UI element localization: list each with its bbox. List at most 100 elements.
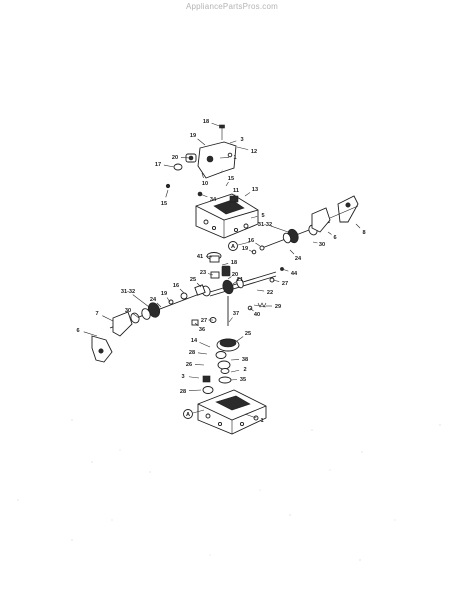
callout-label: 14	[191, 338, 198, 344]
svg-text:A: A	[186, 412, 190, 418]
leader-line	[228, 317, 233, 323]
callout-label: 31-32	[121, 289, 135, 295]
callout-c40: 40	[249, 307, 260, 318]
leader-line	[180, 157, 191, 159]
callout-c19: 19	[190, 133, 206, 146]
leader-line	[211, 122, 223, 128]
leader-line	[221, 263, 229, 266]
callout-label: 11	[233, 188, 239, 194]
callout-label: 40	[254, 312, 260, 318]
callout-label: 34	[210, 197, 217, 203]
callout-c16a: 16	[248, 238, 261, 247]
callout-c27b: 27	[201, 318, 213, 324]
callout-label: 24	[295, 256, 302, 262]
callout-c8a: 8	[355, 223, 366, 236]
callout-label: 36	[199, 327, 205, 333]
callout-c36: 36	[194, 322, 205, 333]
callout-c25b: 25	[236, 331, 251, 342]
callout-label: 41	[197, 254, 203, 260]
callout-c18b: 18	[221, 260, 237, 266]
callout-c44: 44	[281, 268, 298, 277]
callout-c28a: 28	[189, 350, 208, 356]
callout-label: 19	[242, 246, 248, 252]
leader-line	[270, 225, 292, 234]
callout-c38: 38	[230, 357, 248, 363]
leader-line	[248, 249, 254, 253]
svg-text:A: A	[231, 244, 235, 250]
callout-label: 6	[333, 235, 336, 241]
callout-c1b: 1	[244, 413, 264, 424]
leader-line	[197, 138, 206, 146]
callout-label: 8	[362, 230, 365, 236]
callout-label: 10	[202, 181, 208, 187]
callout-c3a: 3	[229, 137, 244, 144]
callout-label: 20	[232, 272, 238, 278]
callout-c21: 21	[232, 277, 243, 285]
leader-line	[250, 216, 258, 219]
callout-c16b: 16	[173, 283, 185, 294]
left-axle-assembly	[91, 284, 211, 363]
callout-label: 3	[240, 137, 243, 143]
callout-label: 17	[155, 162, 161, 168]
leader-line	[199, 342, 211, 348]
callout-c34: 34	[199, 193, 217, 203]
leader-line	[205, 256, 213, 258]
leader-line	[230, 369, 240, 373]
lower-housing	[197, 389, 267, 435]
callout-c17: 17	[155, 162, 175, 168]
reference-marker-upper: A	[228, 241, 251, 251]
callout-label: 26	[186, 362, 192, 368]
callout-c5: 5	[250, 213, 265, 219]
reference-marker-lower: A	[183, 409, 205, 419]
leader-line	[83, 331, 98, 337]
callout-label: 25	[245, 331, 251, 337]
callout-c24a: 24	[289, 249, 302, 262]
callout-c1a: 1	[219, 155, 237, 161]
watermark-text: AppliancePartsPros.com	[186, 2, 278, 11]
leader-line	[244, 192, 251, 197]
leader-line	[219, 157, 230, 159]
callout-label: 27	[201, 318, 207, 324]
callout-c26: 26	[186, 362, 205, 368]
callout-c22: 22	[256, 289, 273, 296]
callout-label: 28	[189, 350, 195, 356]
callout-label: 30	[319, 242, 325, 248]
callout-c23: 23	[200, 270, 214, 276]
leader-line	[188, 389, 202, 391]
callout-c6a: 6	[327, 231, 337, 241]
leader-line	[355, 223, 361, 229]
leader-line	[255, 242, 261, 247]
leader-line	[312, 241, 318, 244]
callout-label: 21	[237, 277, 243, 283]
callout-label: 28	[180, 389, 186, 395]
callout-c10: 10	[201, 172, 208, 187]
callout-c20: 20	[172, 155, 191, 161]
leader-line	[179, 288, 185, 294]
leader-line	[230, 379, 238, 381]
leader-line	[272, 279, 280, 282]
callout-c30b: 30	[125, 308, 140, 319]
leader-line	[132, 313, 140, 319]
leader-line	[256, 289, 265, 292]
callout-label: 16	[173, 283, 179, 289]
callout-c28b: 28	[180, 389, 202, 395]
callout-label: 38	[242, 357, 248, 363]
callout-label: 12	[251, 149, 257, 155]
leader-line	[199, 193, 208, 198]
leader-line	[196, 282, 202, 288]
leader-line	[188, 376, 200, 379]
callout-label: 13	[252, 187, 258, 193]
callout-c11: 11	[233, 188, 239, 200]
callout-c31b: 31-32	[121, 289, 154, 311]
leader-line	[163, 164, 175, 168]
callout-c12: 12	[236, 146, 257, 155]
callout-label: 5	[261, 213, 264, 219]
callout-label: 29	[275, 304, 281, 310]
callout-label: 22	[267, 290, 273, 296]
callout-c15b: 15	[161, 189, 169, 207]
leader-line	[156, 302, 162, 308]
callout-label: 23	[200, 270, 206, 276]
callout-c3b: 3	[181, 374, 200, 380]
right-axle-assembly	[251, 195, 359, 255]
